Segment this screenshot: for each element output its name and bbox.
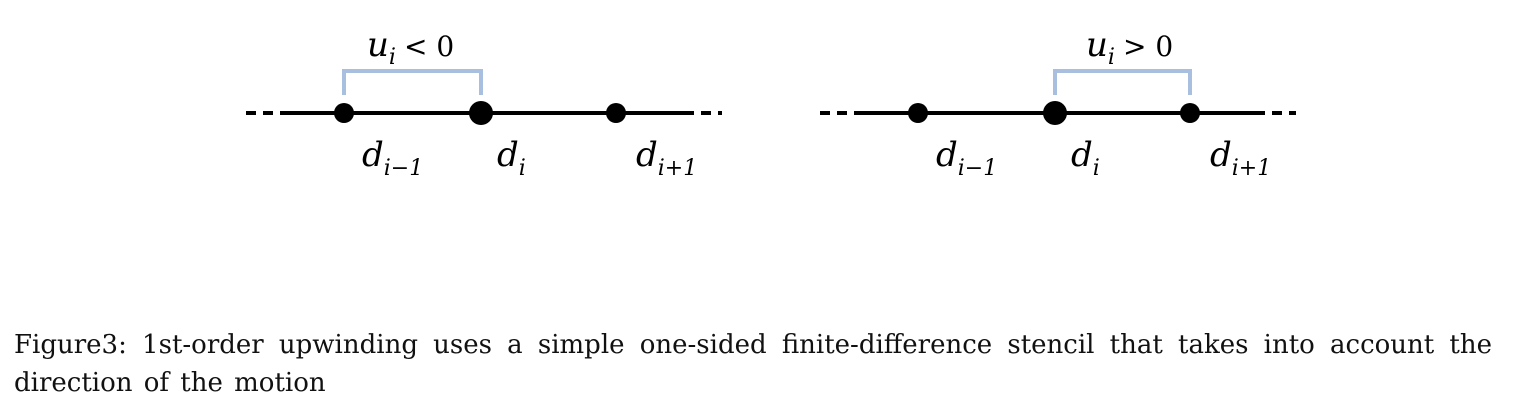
left-panel: ui< 0 di−1 di di+1 <box>246 25 722 181</box>
left-label-d-im1: di−1 <box>362 135 423 181</box>
right-node-d-im1 <box>908 103 928 123</box>
right-node-d-i <box>1043 101 1067 125</box>
right-label-d-ip1: di+1 <box>1210 135 1271 181</box>
right-label-d-im1: di−1 <box>936 135 997 181</box>
left-label-d-i: di <box>497 135 526 181</box>
left-condition-label: ui< 0 <box>367 25 454 70</box>
right-panel: ui> 0 di−1 di di+1 <box>820 25 1296 181</box>
left-stencil-bracket <box>342 69 483 95</box>
right-label-d-i: di <box>1071 135 1100 181</box>
right-condition-label: ui> 0 <box>1086 25 1173 70</box>
left-node-d-i <box>469 101 493 125</box>
right-stencil-bracket <box>1053 69 1192 95</box>
left-node-d-ip1 <box>606 103 626 123</box>
left-node-d-im1 <box>334 103 354 123</box>
right-node-d-ip1 <box>1180 103 1200 123</box>
upwind-stencil-diagram: ui< 0 di−1 di di+1 ui> 0 di−1 di di+1 <box>246 25 1296 181</box>
figure-caption: Figure3: 1st-order upwinding uses a simp… <box>14 330 1492 398</box>
left-label-d-ip1: di+1 <box>636 135 697 181</box>
